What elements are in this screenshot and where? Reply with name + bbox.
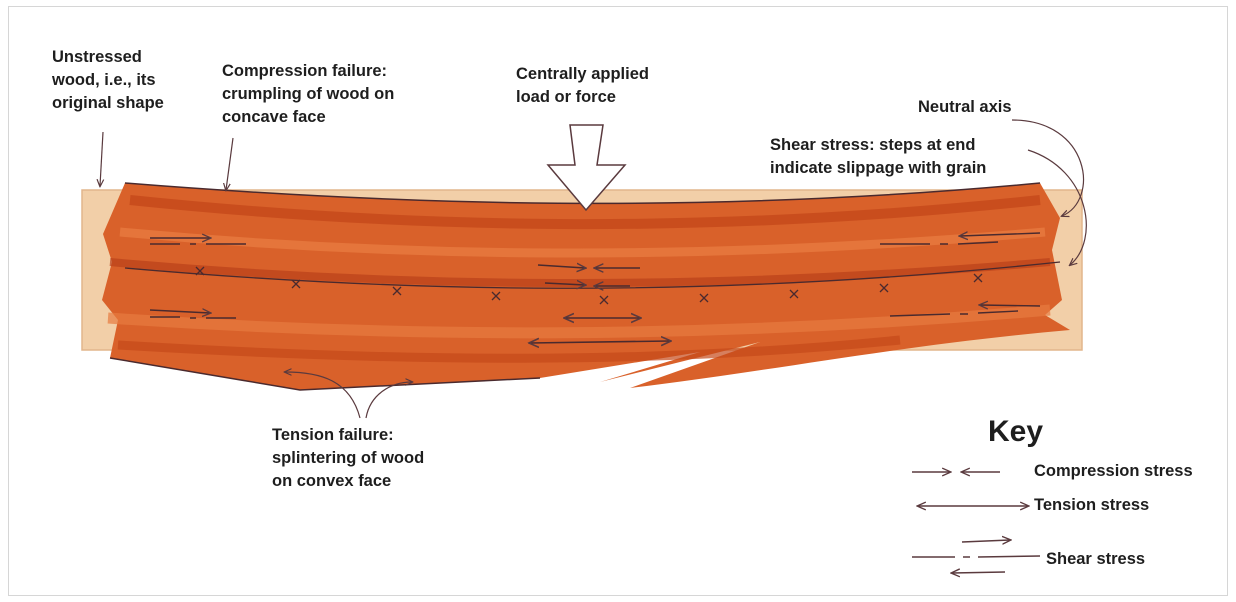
key-item-compression: Compression stress [1034, 460, 1193, 483]
label-line: original shape [52, 92, 164, 115]
label-line: splintering of wood [272, 447, 424, 470]
label-line: crumpling of wood on [222, 83, 394, 106]
label-line: Unstressed [52, 46, 164, 69]
label-unstressed-wood: Unstressed wood, i.e., its original shap… [52, 46, 164, 115]
bent-wood-beam [102, 183, 1070, 390]
key-title: Key [988, 415, 1043, 449]
label-neutral-axis: Neutral axis [918, 96, 1012, 119]
label-line: concave face [222, 106, 394, 129]
label-line: indicate slippage with grain [770, 157, 986, 180]
label-shear-stress: Shear stress: steps at end indicate slip… [770, 134, 986, 180]
label-central-load: Centrally applied load or force [516, 63, 649, 109]
label-line: Shear stress: steps at end [770, 134, 986, 157]
label-line: load or force [516, 86, 649, 109]
label-line: Compression failure: [222, 60, 394, 83]
label-line: wood, i.e., its [52, 69, 164, 92]
key-item-tension: Tension stress [1034, 494, 1149, 517]
label-line: on convex face [272, 470, 424, 493]
label-line: Centrally applied [516, 63, 649, 86]
key-item-shear: Shear stress [1046, 548, 1145, 571]
key-symbols [912, 472, 1040, 573]
label-tension-failure: Tension failure: splintering of wood on … [272, 424, 424, 493]
label-compression-failure: Compression failure: crumpling of wood o… [222, 60, 394, 129]
label-line: Tension failure: [272, 424, 424, 447]
